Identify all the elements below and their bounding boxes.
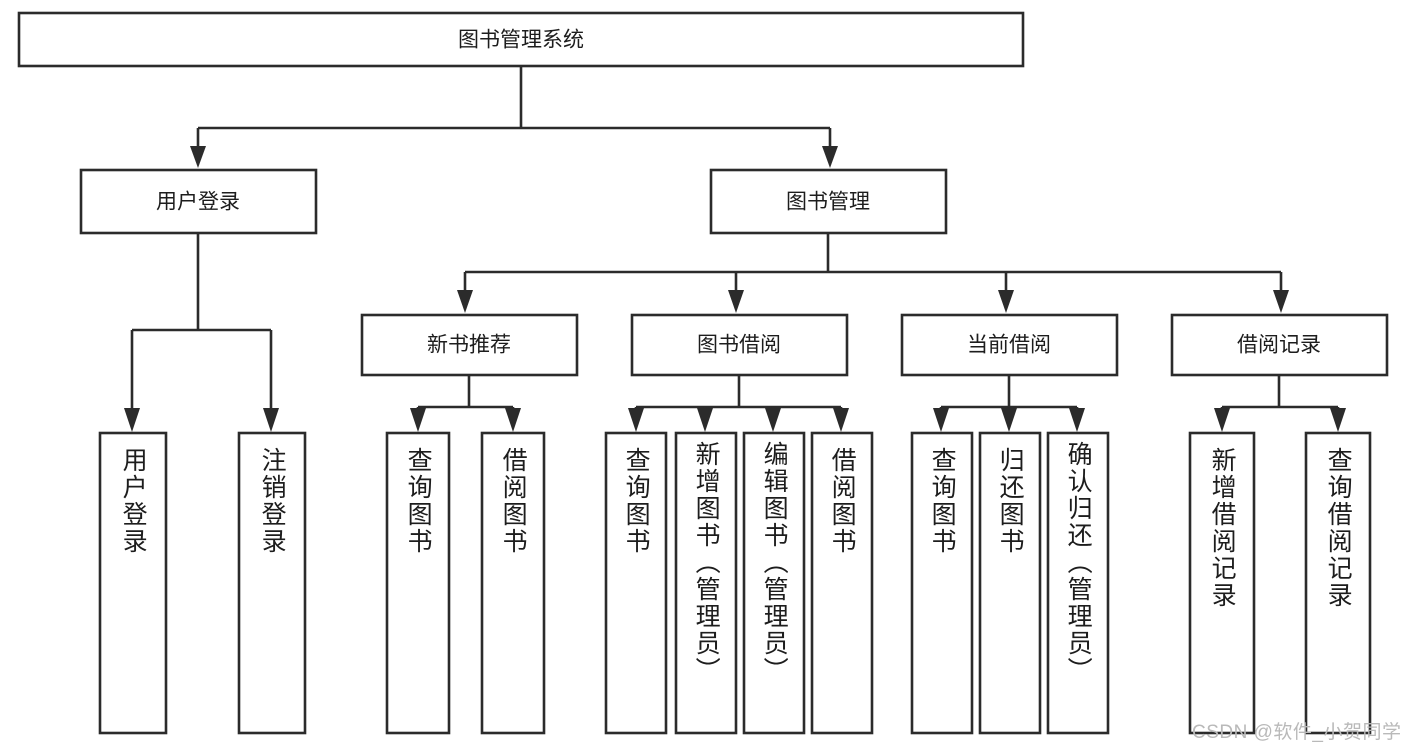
- leaf-box-nbr-query-book[interactable]: [385, 431, 451, 735]
- leaf-box-logout[interactable]: [237, 431, 307, 735]
- leaf-box-cb-return-book[interactable]: [978, 431, 1042, 735]
- leaf-box-cb-confirm-return[interactable]: [1046, 431, 1110, 735]
- arrow-br-leaf-1: [1214, 408, 1230, 432]
- arrow-login-to-logout-leaf: [263, 408, 279, 432]
- leaf-box-nbr-borrow-book[interactable]: [480, 431, 546, 735]
- watermark-text: CSDN @软件_小贺同学: [1192, 722, 1402, 743]
- node-current-borrow[interactable]: 当前借阅: [900, 313, 1119, 377]
- new-book-recommend-label: 新书推荐: [427, 334, 511, 357]
- leaf-box-bb-edit-book[interactable]: [742, 431, 806, 735]
- arrow-root-to-bookmgmt: [822, 146, 838, 168]
- new-book-recommend-box: [360, 313, 579, 377]
- node-root[interactable]: 图书管理系统: [17, 11, 1025, 68]
- leaf-box-bb-borrow-book[interactable]: [810, 431, 874, 735]
- arrow-to-current-borrow: [998, 290, 1014, 313]
- arrow-login-to-user-login-leaf: [124, 408, 140, 432]
- arrow-bb-leaf-4: [833, 408, 849, 432]
- arrow-nbr-leaf-1: [410, 408, 426, 432]
- leaf-box-bb-add-book[interactable]: [674, 431, 738, 735]
- node-borrow-record[interactable]: 借阅记录: [1170, 313, 1389, 377]
- node-user-login[interactable]: 用户登录: [79, 168, 318, 235]
- book-management-box: [709, 168, 948, 235]
- arrow-bb-leaf-2: [697, 408, 713, 432]
- borrow-record-box: [1170, 313, 1389, 377]
- borrow-record-label: 借阅记录: [1237, 334, 1321, 357]
- leaf-box-user-login[interactable]: [98, 431, 168, 735]
- leaf-box-br-query-record[interactable]: [1304, 431, 1372, 735]
- arrow-bb-leaf-1: [628, 408, 644, 432]
- node-book-management[interactable]: 图书管理: [709, 168, 948, 235]
- arrow-to-new-book: [457, 290, 473, 313]
- node-new-book-recommend[interactable]: 新书推荐: [360, 313, 579, 377]
- root-box: [17, 11, 1025, 68]
- leaf-box-cb-query-book[interactable]: [910, 431, 974, 735]
- node-book-borrow[interactable]: 图书借阅: [630, 313, 849, 377]
- user-login-label: 用户登录: [156, 191, 240, 214]
- arrow-cb-leaf-2: [1001, 408, 1017, 432]
- current-borrow-label: 当前借阅: [967, 334, 1051, 357]
- arrow-nbr-leaf-2: [505, 408, 521, 432]
- arrow-cb-leaf-3: [1069, 408, 1085, 432]
- book-management-label: 图书管理: [786, 191, 870, 214]
- leaf-box-bb-query-book[interactable]: [604, 431, 668, 735]
- book-borrow-box: [630, 313, 849, 377]
- arrow-cb-leaf-1: [933, 408, 949, 432]
- arrow-to-book-borrow: [728, 290, 744, 313]
- root-label: 图书管理系统: [458, 29, 584, 52]
- arrow-root-to-login: [190, 146, 206, 168]
- arrow-br-leaf-2: [1330, 408, 1346, 432]
- arrow-to-borrow-record: [1273, 290, 1289, 313]
- book-borrow-label: 图书借阅: [697, 334, 781, 357]
- current-borrow-box: [900, 313, 1119, 377]
- leaf-box-br-add-record[interactable]: [1188, 431, 1256, 735]
- arrow-bb-leaf-3: [765, 408, 781, 432]
